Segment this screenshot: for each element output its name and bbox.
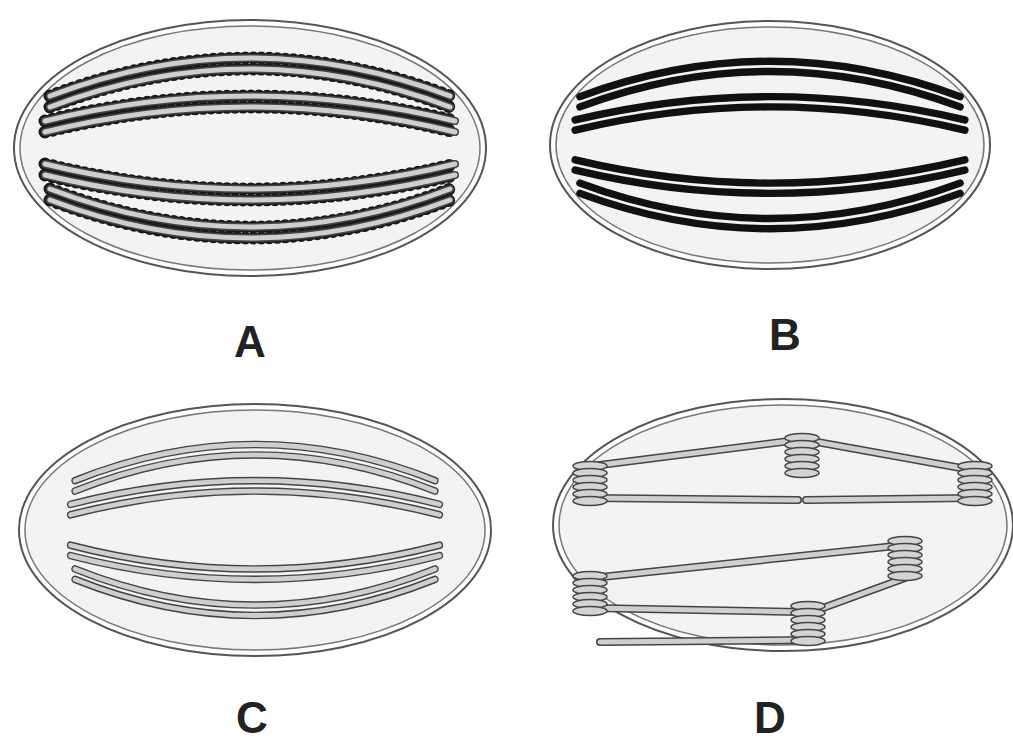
panel-letter: C: [236, 696, 268, 740]
cell-d: [553, 399, 1013, 651]
panel-letter: A: [234, 320, 266, 364]
cell-c: [19, 404, 491, 656]
panel-letter: B: [769, 313, 801, 357]
panel-letter: D: [754, 696, 786, 740]
cell-a: [14, 20, 486, 276]
cell-b: [550, 21, 990, 269]
